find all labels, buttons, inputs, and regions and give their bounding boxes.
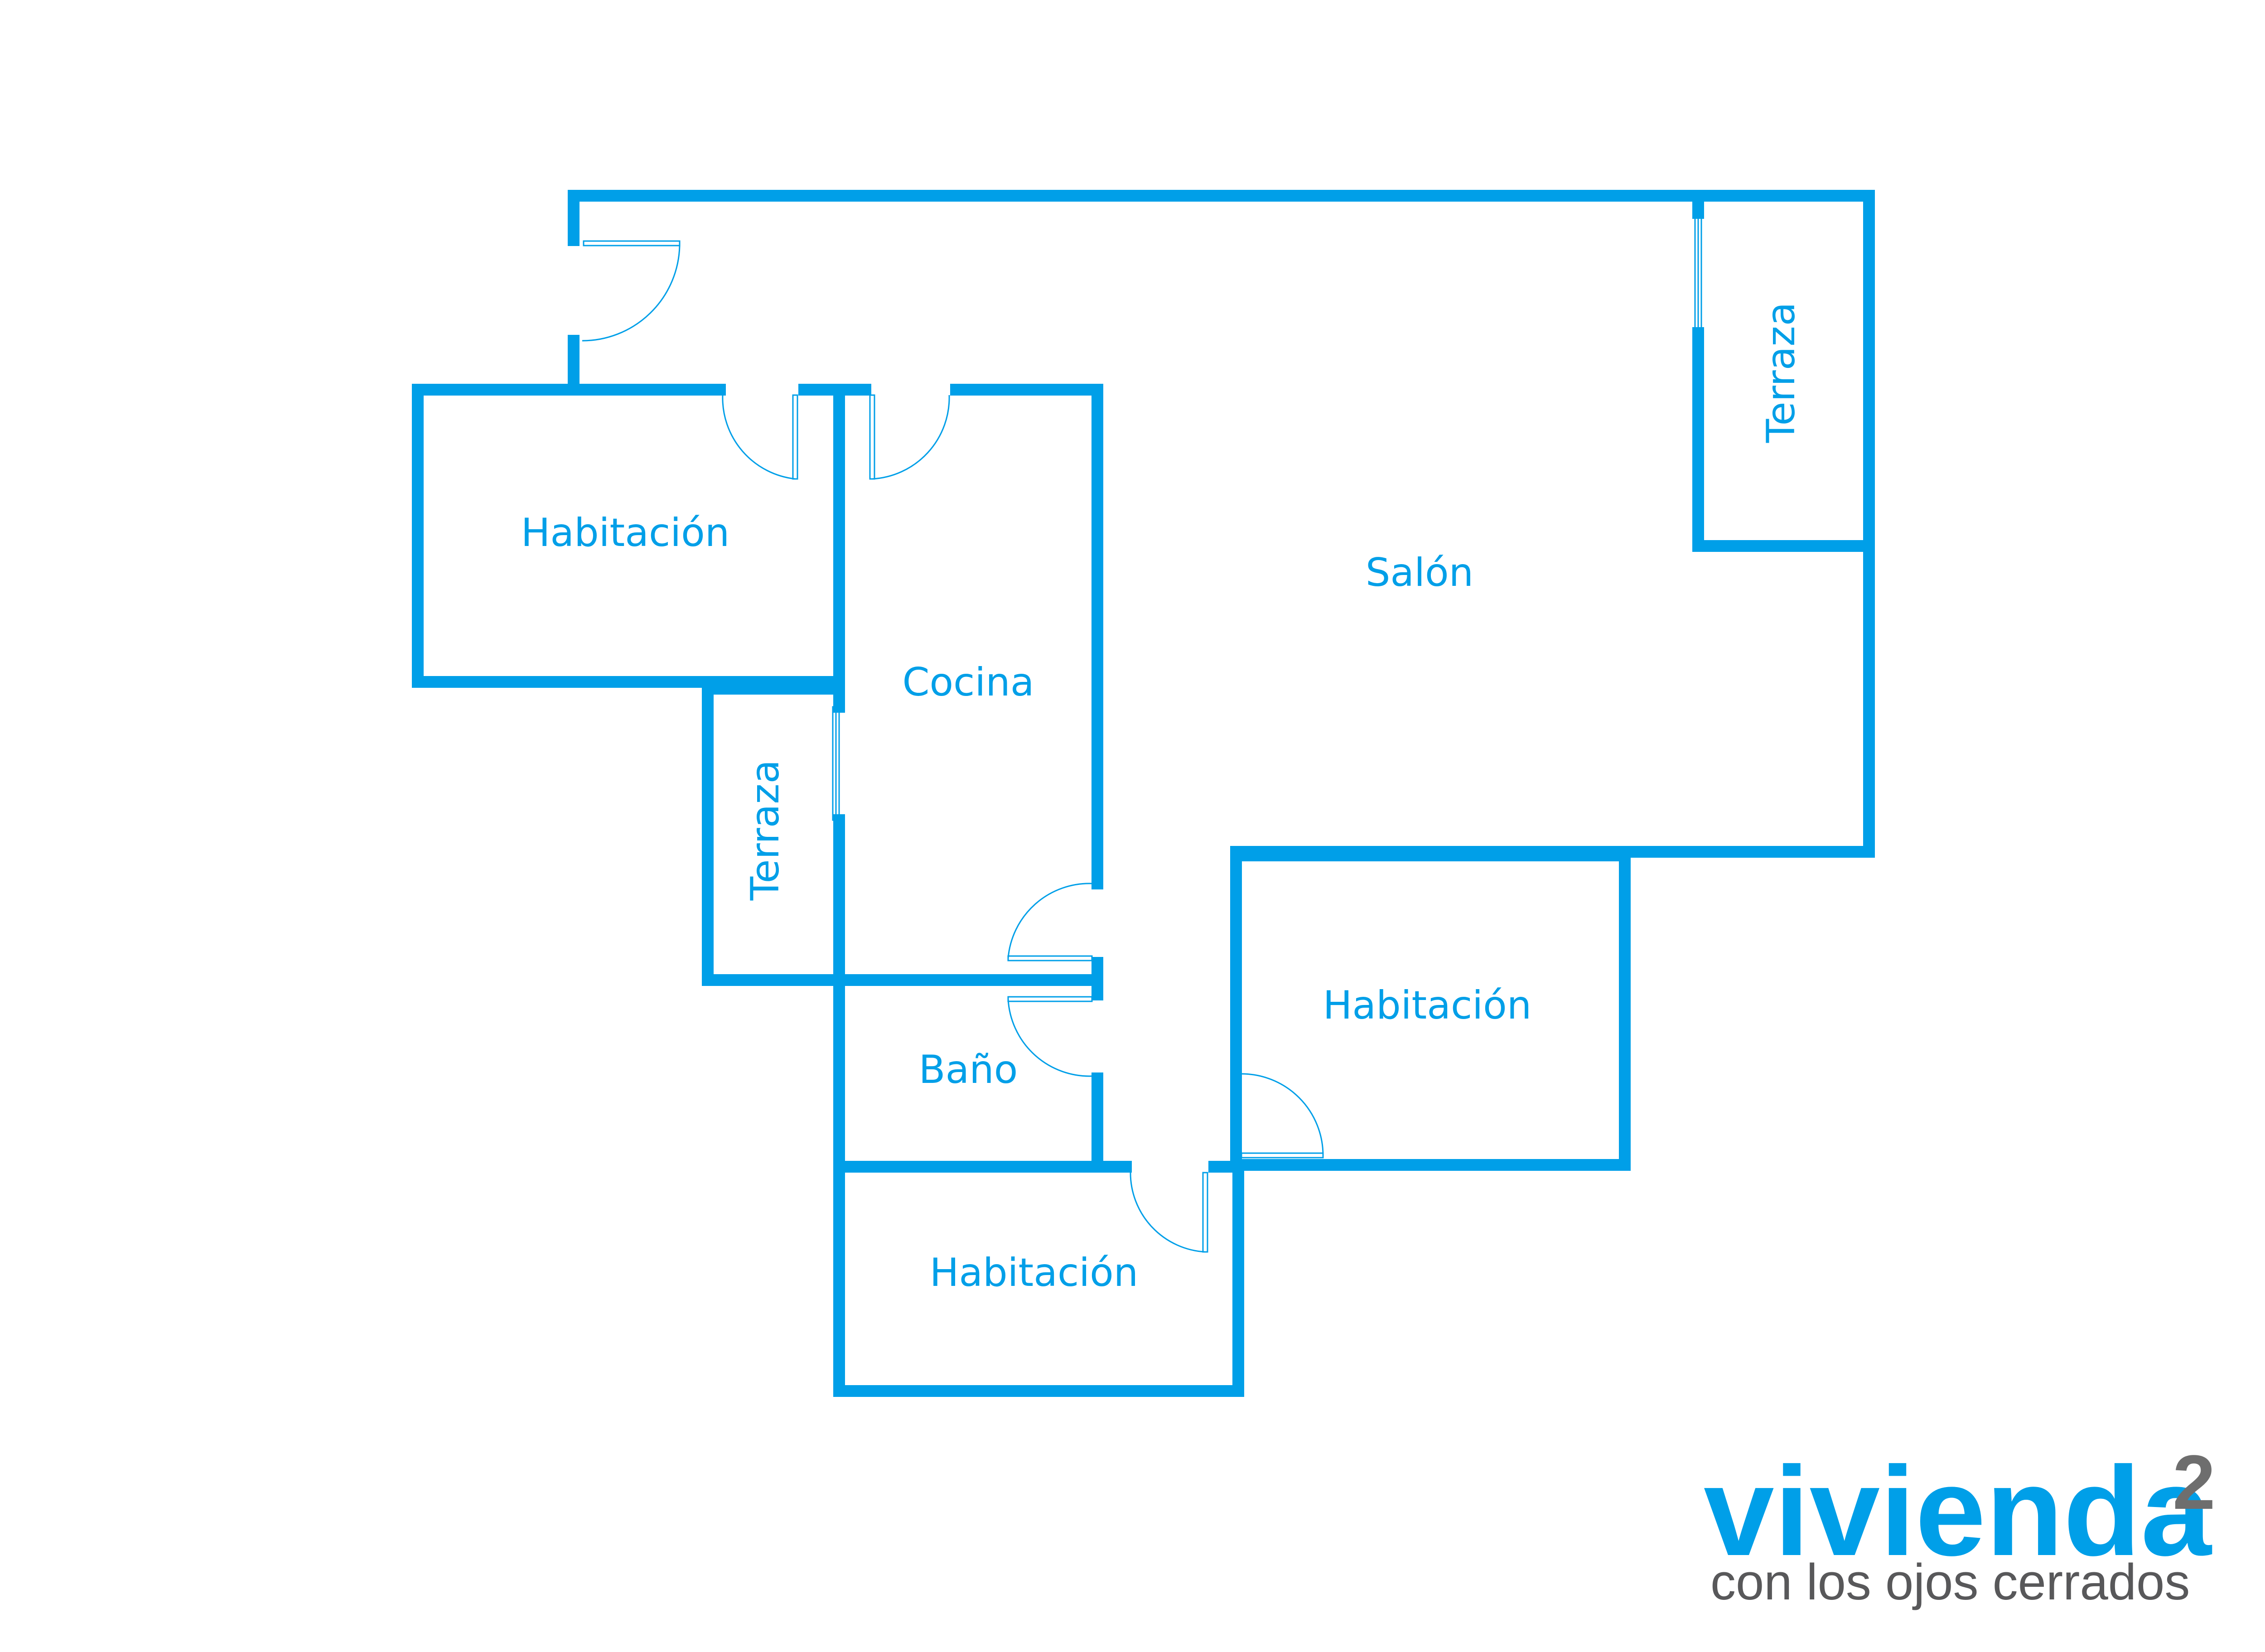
label-terraza-left: Terraza [743, 760, 788, 901]
door-habitacion-3-arc [1130, 1172, 1206, 1253]
door-cocina-leaf [869, 394, 875, 480]
logo-tagline: con los ojos cerrados [1710, 1554, 2190, 1610]
label-bano: Baño [919, 1047, 1018, 1092]
door-habitacion-1-arc [722, 395, 796, 480]
room-labels: Habitación Cocina Salón Terraza Terraza … [521, 302, 1804, 1295]
sliding-doors [832, 212, 1702, 821]
door-habitacion-2-arc [1241, 1073, 1324, 1156]
logo-name: vivienda [1704, 1441, 2212, 1582]
wall-habitacion-3 [833, 1161, 1244, 1397]
label-habitacion-2: Habitación [1323, 983, 1532, 1028]
doors [582, 240, 1324, 1253]
label-salon: Salón [1366, 550, 1473, 595]
door-habitacion-2-leaf [1241, 1152, 1324, 1159]
door-cocina-lower-arc [1007, 883, 1092, 959]
door-cocina-arc [872, 395, 950, 480]
brand-logo: vivienda 2 con los ojos cerrados [1704, 1439, 2216, 1610]
door-bano-leaf [1007, 996, 1093, 1002]
door-cocina-lower-leaf [1007, 955, 1093, 961]
wall-terraza-right [1692, 327, 1875, 552]
wall-habitacion-2 [1230, 850, 1631, 1171]
door-habitacion-1-leaf [792, 394, 798, 480]
logo-superscript: 2 [2173, 1439, 2216, 1526]
label-habitacion-1: Habitación [521, 510, 730, 555]
door-bano-arc [1007, 999, 1092, 1077]
door-entrance-arc [582, 245, 681, 342]
label-terraza-right: Terraza [1758, 302, 1804, 444]
label-habitacion-3: Habitación [930, 1250, 1139, 1295]
door-habitacion-3-leaf [1202, 1172, 1208, 1253]
wall-habitacion-1 [412, 384, 837, 688]
label-cocina: Cocina [902, 660, 1034, 705]
wall-terraza-left [702, 683, 1103, 986]
door-entrance-leaf [583, 240, 681, 246]
walls [412, 190, 1875, 1397]
